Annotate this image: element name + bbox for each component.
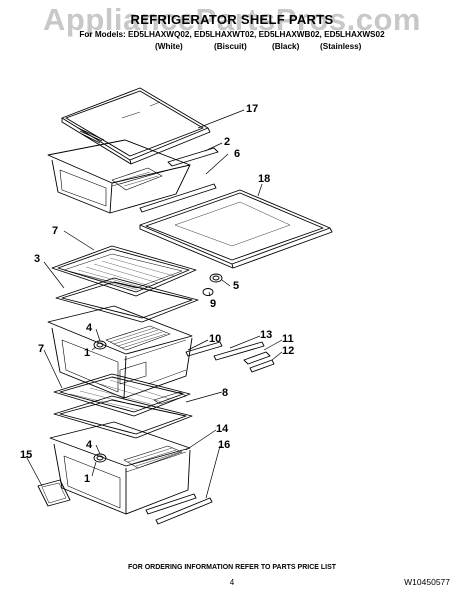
watermark-text: AppliancePartsPros.com	[43, 2, 421, 37]
finish-stainless: (Stainless)	[320, 42, 362, 51]
callout-10: 10	[209, 333, 221, 345]
callout-4b: 4	[86, 439, 93, 451]
lower-shelf-frame	[53, 391, 193, 439]
callout-17: 17	[246, 103, 258, 115]
callout-15: 15	[20, 449, 32, 461]
callout-2: 2	[224, 136, 230, 148]
callout-leaders	[25, 109, 283, 499]
callout-7a: 7	[52, 225, 58, 237]
callout-14: 14	[216, 423, 229, 435]
callout-11: 11	[282, 333, 294, 345]
lower-crisper-drawer	[49, 421, 191, 515]
callout-6: 6	[234, 148, 240, 160]
callout-3: 3	[34, 253, 40, 265]
shelf-frame	[55, 277, 199, 323]
upper-glass-panel	[51, 245, 197, 297]
upper-crisper-drawer	[47, 139, 191, 214]
finish-white: (White)	[155, 42, 183, 51]
callout-labels: 17 2 6 18 7 3 5 9 4 1 10 13 11 12 7 8 4 …	[20, 103, 294, 485]
top-glass-shelf	[61, 87, 211, 165]
shelf-roller	[202, 273, 223, 296]
callout-13: 13	[260, 329, 272, 341]
callout-1b: 1	[84, 473, 90, 485]
callout-8: 8	[222, 387, 228, 399]
page-number: 4	[229, 578, 235, 587]
right-glass-shelf	[139, 189, 333, 269]
document-number: W10450577	[404, 577, 450, 587]
drawer-rail	[185, 341, 275, 373]
callout-12: 12	[282, 345, 294, 357]
callout-1a: 1	[84, 347, 90, 359]
callout-9: 9	[210, 298, 216, 310]
drawer-label-tray	[37, 479, 71, 507]
drawer-cover-rod	[139, 147, 219, 213]
finish-biscuit: (Biscuit)	[214, 42, 247, 51]
callout-5: 5	[233, 280, 239, 292]
finish-black: (Black)	[272, 42, 300, 51]
callout-4a: 4	[86, 322, 93, 334]
models-line: For Models: ED5LHAXWQ02, ED5LHAXWT02, ED…	[79, 30, 385, 39]
page-title: REFRIGERATOR SHELF PARTS	[130, 12, 334, 27]
callout-16: 16	[218, 439, 230, 451]
middle-crisper-drawer	[47, 305, 193, 399]
ordering-note: FOR ORDERING INFORMATION REFER TO PARTS …	[127, 564, 337, 571]
lower-drawer-rail	[145, 493, 213, 525]
callout-7b: 7	[38, 343, 44, 355]
callout-18: 18	[258, 173, 270, 185]
